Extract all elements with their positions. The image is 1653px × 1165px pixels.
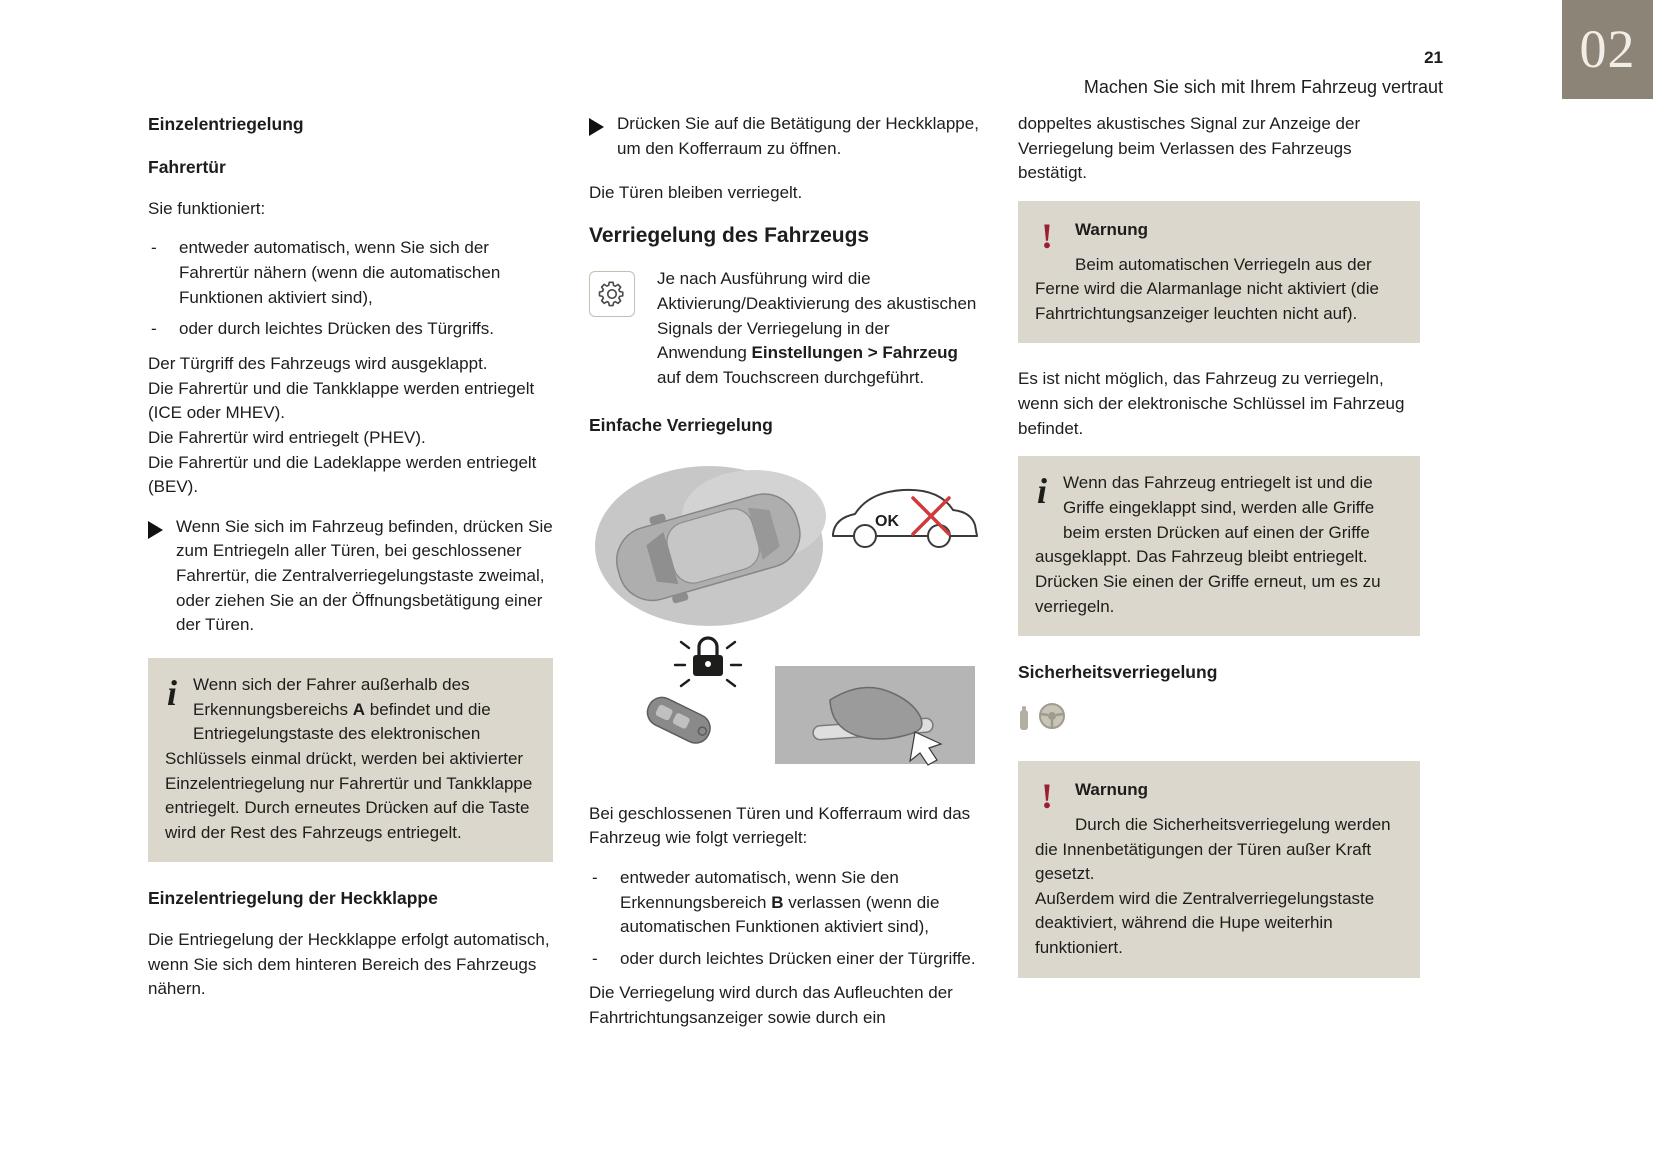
- column-right: doppeltes akustisches Signal zur Anzeige…: [1018, 112, 1420, 1002]
- chapter-number: 02: [1579, 19, 1636, 80]
- text-segment: verlassen (wenn die automatischen Funkti…: [620, 892, 940, 937]
- lock-icon: [673, 636, 743, 688]
- warning-icon: !: [1041, 776, 1053, 817]
- ok-label: OK: [875, 513, 899, 530]
- text-segment: auf dem Touchscreen durchgeführt.: [657, 367, 925, 387]
- arrow-right-icon: [589, 118, 604, 136]
- page-number: 21: [1424, 48, 1443, 67]
- paragraph: Es ist nicht möglich, das Fahrzeug zu ve…: [1018, 369, 1405, 438]
- info-icon: i: [167, 673, 178, 713]
- text-segment: Wenn sich der Fahrer außerhalb des Erken…: [193, 675, 470, 719]
- paragraph: Bei geschlossenen Türen und Kofferraum w…: [589, 803, 971, 848]
- column-middle: Drücken Sie auf die Betätigung der Heckk…: [589, 112, 982, 1046]
- info-box: i Wenn das Fahrzeug entriegelt ist und d…: [1018, 456, 1420, 637]
- paragraph: doppeltes akustisches Signal zur Anzeige…: [1018, 114, 1361, 183]
- text-segment-bold: Einstellungen > Fahrzeug: [751, 343, 958, 363]
- bullet-item: entweder automatisch, wenn Sie sich der …: [148, 236, 553, 310]
- warning-text: Durch die Sicherheitsverriegelung werden…: [1035, 814, 1391, 958]
- text-segment: entweder automatisch, wenn Sie den Erken…: [620, 867, 899, 912]
- paragraph: Die Verriegelung wird durch das Aufleuch…: [589, 983, 953, 1028]
- text-segment: Je nach Ausführung wird die Aktivierung/…: [657, 269, 977, 363]
- bullet-item: oder durch leichtes Drücken des Türgriff…: [148, 317, 553, 342]
- settings-note: Je nach Ausführung wird die Aktivierung/…: [589, 267, 982, 390]
- warning-icon: !: [1041, 215, 1053, 256]
- paragraph: Die Entriegelung der Heckklappe erfolgt …: [148, 929, 550, 999]
- warning-box: ! Warnung Durch die Sicherheitsverriegel…: [1018, 761, 1420, 978]
- action-step: Wenn Sie sich im Fahrzeug befinden, drüc…: [148, 515, 553, 638]
- bullet-item: entweder automatisch, wenn Sie den Erken…: [589, 866, 982, 940]
- subsection-heading-einfache-verriegelung: Einfache Verriegelung: [589, 414, 773, 435]
- paragraph: Sie funktioniert:: [148, 198, 266, 218]
- warning-text: Beim automatischen Verriegeln aus der Fe…: [1035, 254, 1379, 323]
- gear-icon: [589, 271, 635, 318]
- column-left: Einzelentriegelung Fahrertür Sie funktio…: [148, 112, 553, 1017]
- content-columns: Einzelentriegelung Fahrertür Sie funktio…: [148, 112, 1420, 1046]
- key-fob-icon: [646, 696, 711, 744]
- bullet-item: oder durch leichtes Drücken einer der Tü…: [589, 947, 982, 972]
- arrow-right-icon: [148, 520, 163, 539]
- warning-box: ! Warnung Beim automatischen Verriegeln …: [1018, 200, 1420, 344]
- warning-title: Warnung: [1075, 219, 1149, 239]
- info-icon: i: [1037, 471, 1048, 512]
- bullet-list: entweder automatisch, wenn Sie sich der …: [148, 236, 553, 342]
- section-heading-verriegelung: Verriegelung des Fahrzeugs: [589, 223, 870, 247]
- car-side-ok-icon: OK: [832, 488, 978, 548]
- subsection-heading-sicherheitsverriegelung: Sicherheitsverriegelung: [1018, 662, 1218, 683]
- paragraph: Der Türgriff des Fahrzeugs wird ausgekla…: [148, 353, 537, 497]
- paragraph: Die Türen bleiben verriegelt.: [589, 183, 803, 203]
- text-segment: befindet und die Entriegelungstaste des …: [165, 699, 533, 842]
- settings-note-text: Je nach Ausführung wird die Aktivierung/…: [657, 267, 982, 390]
- action-step-text: Wenn Sie sich im Fahrzeug befinden, drüc…: [176, 516, 553, 635]
- subsection-heading-fahrertuer: Fahrertür: [148, 157, 226, 178]
- action-step-text: Drücken Sie auf die Betätigung der Heckk…: [617, 114, 979, 158]
- section-heading-einzelentriegelung: Einzelentriegelung: [148, 114, 304, 134]
- car-top-view: [616, 493, 801, 604]
- action-step: Drücken Sie auf die Betätigung der Heckk…: [589, 112, 982, 161]
- warning-title: Warnung: [1075, 780, 1149, 800]
- page-header-title: Machen Sie sich mit Ihrem Fahrzeug vertr…: [1083, 76, 1443, 97]
- subsection-heading-heckklappe: Einzelentriegelung der Heckklappe: [148, 888, 438, 909]
- chapter-tab: 02: [1562, 0, 1653, 99]
- hand-press-handle-illustration: [775, 665, 975, 766]
- page-header: 21 Machen Sie sich mit Ihrem Fahrzeug ve…: [1084, 46, 1443, 100]
- info-box-text: Wenn das Fahrzeug entriegelt ist und die…: [1035, 473, 1381, 616]
- red-cross-icon: [911, 496, 951, 536]
- locking-illustration: OK: [589, 454, 982, 780]
- bullet-list: entweder automatisch, wenn Sie den Erken…: [589, 866, 982, 972]
- text-segment-bold: A: [352, 699, 366, 719]
- deadlock-icon: [1018, 702, 1420, 742]
- info-box: i Wenn sich der Fahrer außerhalb des Erk…: [148, 658, 553, 863]
- info-box-text: Wenn sich der Fahrer außerhalb des Erken…: [165, 673, 536, 845]
- text-segment-bold: B: [771, 892, 784, 912]
